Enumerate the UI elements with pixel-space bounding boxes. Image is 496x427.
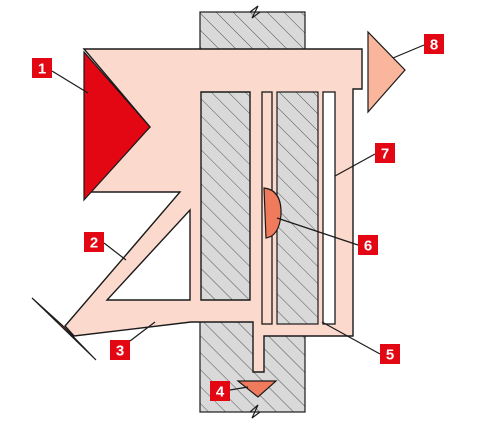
leader-1 bbox=[51, 70, 89, 94]
leader-2 bbox=[103, 242, 127, 261]
label-5-text: 5 bbox=[386, 347, 394, 364]
leader-5 bbox=[321, 321, 381, 355]
arrow-4 bbox=[236, 380, 278, 398]
label-4-text: 4 bbox=[216, 384, 225, 401]
marker-6 bbox=[263, 187, 282, 239]
label-3-text: 3 bbox=[116, 343, 124, 360]
leader-8 bbox=[392, 44, 425, 59]
arrow-3 bbox=[31, 297, 97, 361]
label-3: 3 bbox=[110, 340, 130, 360]
right-riser bbox=[322, 91, 336, 325]
arrow-1 bbox=[83, 50, 151, 202]
label-1-text: 1 bbox=[38, 61, 46, 78]
label-5: 5 bbox=[380, 344, 400, 364]
label-6: 6 bbox=[358, 235, 378, 255]
arrow-8 bbox=[367, 30, 406, 114]
label-8: 8 bbox=[424, 34, 444, 54]
leader-4 bbox=[229, 386, 249, 391]
leader-3 bbox=[129, 321, 156, 342]
label-7: 7 bbox=[375, 143, 395, 163]
label-7-text: 7 bbox=[381, 146, 389, 163]
label-2: 2 bbox=[84, 232, 104, 252]
label-8-text: 8 bbox=[430, 37, 438, 54]
wall-break-bottom bbox=[249, 404, 261, 419]
leader-7 bbox=[334, 153, 376, 177]
label-4: 4 bbox=[210, 381, 230, 401]
leader-lines bbox=[51, 44, 425, 391]
pillar-gap bbox=[276, 91, 319, 325]
label-1: 1 bbox=[32, 58, 52, 78]
wall-break-top bbox=[249, 5, 261, 19]
leader-6 bbox=[276, 217, 359, 246]
label-6-text: 6 bbox=[364, 238, 372, 255]
label-2-text: 2 bbox=[90, 235, 98, 252]
